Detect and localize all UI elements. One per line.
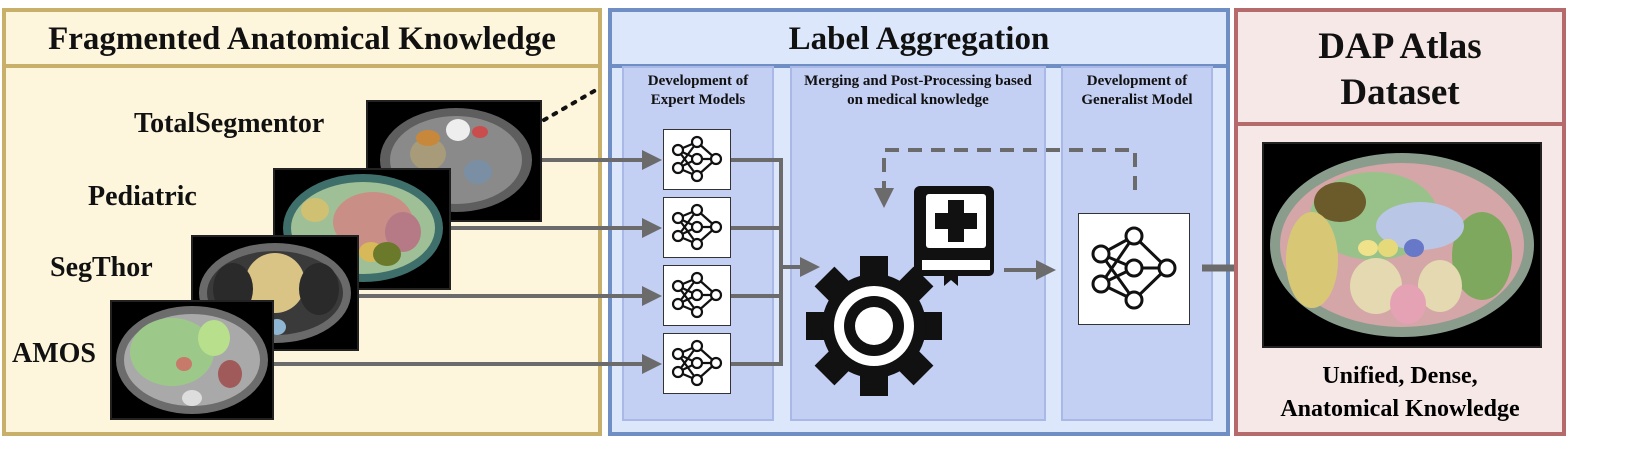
dataset-label-amos: AMOS [12, 338, 96, 369]
panel-title: Fragmented Anatomical Knowledge [48, 21, 556, 57]
gear-icon [806, 256, 942, 396]
panel-caption: Unified, Dense, Anatomical Knowledge [1280, 363, 1520, 422]
stage-title: Development of Generalist Model [1081, 73, 1193, 108]
ct-image-totalsegmentor [366, 100, 542, 222]
panel-title: DAP Atlas Dataset [1318, 26, 1482, 113]
stage-title: Merging and Post-Processing based on med… [804, 73, 1032, 108]
neural-network-icon [663, 197, 731, 258]
dataset-label-segthor: SegThor [50, 252, 153, 283]
ct-image-amos [110, 300, 274, 420]
panel-title-bar: DAP Atlas Dataset [1238, 12, 1562, 126]
dataset-label-pediatric: Pediatric [88, 181, 197, 212]
ct-image-segthor [191, 235, 359, 351]
panel-title-bar: Fragmented Anatomical Knowledge [6, 12, 598, 68]
medical-book-icon [914, 186, 994, 286]
ct-image-dap-atlas [1262, 142, 1542, 348]
panel-title: Label Aggregation [788, 21, 1050, 57]
neural-network-icon [663, 333, 731, 394]
dotted-connector [542, 88, 598, 122]
stage-title: Development of Expert Models [647, 73, 749, 108]
dataset-label-totalsegmentor: TotalSegmentor [134, 108, 325, 139]
generalist-neural-network-icon [1078, 213, 1190, 325]
feedback-dashed-line [874, 148, 1137, 208]
neural-network-icon [663, 265, 731, 326]
neural-network-icon [663, 129, 731, 190]
